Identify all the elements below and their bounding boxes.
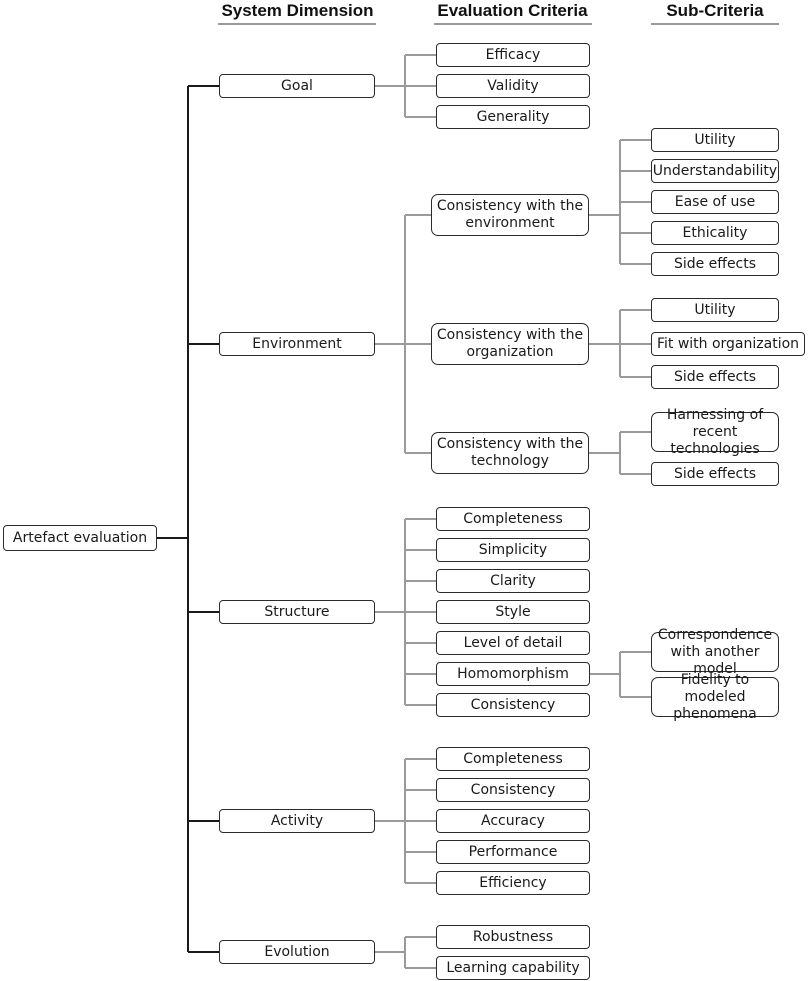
- criteria-structure-style: Style: [436, 600, 590, 624]
- dimension-goal: Goal: [219, 74, 375, 98]
- subcriteria-consistency-with-the-technology-harnessing-of-recent-technologies: Harnessing of recent technologies: [651, 407, 779, 457]
- subcriteria-consistency-with-the-organization-utility: Utility: [651, 298, 779, 322]
- criteria-structure-consistency: Consistency: [436, 693, 590, 717]
- subcriteria-consistency-with-the-environment-utility: Utility: [651, 128, 779, 152]
- subcriteria-homomorphism-fidelity-to-modeled-phenomena: Fidelity to modeled phenomena: [651, 672, 779, 722]
- criteria-evolution-robustness: Robustness: [436, 925, 590, 949]
- criteria-structure-completeness: Completeness: [436, 507, 590, 531]
- criteria-goal-efficacy: Efficacy: [436, 43, 590, 67]
- header-rule-criteria: [434, 23, 592, 25]
- subcriteria-consistency-with-the-technology-side-effects: Side effects: [651, 462, 779, 486]
- header-rule-sub: [651, 23, 779, 25]
- criteria-activity-consistency: Consistency: [436, 778, 590, 802]
- dimension-activity: Activity: [219, 809, 375, 833]
- header-evaluation-criteria: Evaluation Criteria: [437, 1, 588, 20]
- criteria-environment-consistency-with-the-technology: Consistency with the technology: [431, 432, 589, 474]
- subcriteria-consistency-with-the-environment-understandability: Understandability: [651, 159, 779, 183]
- dimension-evolution: Evolution: [219, 940, 375, 964]
- subcriteria-consistency-with-the-organization-fit-with-organization: Fit with organization: [651, 332, 805, 356]
- subcriteria-homomorphism-correspondence-with-another-model: Correspondence with another model: [651, 627, 779, 677]
- criteria-activity-performance: Performance: [436, 840, 590, 864]
- dimension-structure: Structure: [219, 600, 375, 624]
- criteria-activity-accuracy: Accuracy: [436, 809, 590, 833]
- criteria-goal-generality: Generality: [436, 105, 590, 129]
- criteria-structure-clarity: Clarity: [436, 569, 590, 593]
- criteria-goal-validity: Validity: [436, 74, 590, 98]
- criteria-structure-homomorphism: Homomorphism: [436, 662, 590, 686]
- subcriteria-consistency-with-the-environment-ethicality: Ethicality: [651, 221, 779, 245]
- subcriteria-consistency-with-the-environment-side-effects: Side effects: [651, 252, 779, 276]
- criteria-activity-completeness: Completeness: [436, 747, 590, 771]
- root-node-artefact-evaluation: Artefact evaluation: [3, 525, 157, 551]
- criteria-structure-level-of-detail: Level of detail: [436, 631, 590, 655]
- subcriteria-consistency-with-the-organization-side-effects: Side effects: [651, 365, 779, 389]
- header-sub-criteria: Sub-Criteria: [666, 1, 764, 20]
- criteria-evolution-learning-capability: Learning capability: [436, 956, 590, 980]
- criteria-structure-simplicity: Simplicity: [436, 538, 590, 562]
- criteria-activity-efficiency: Efficiency: [436, 871, 590, 895]
- dimension-environment: Environment: [219, 332, 375, 356]
- header-system-dimension: System Dimension: [221, 1, 374, 20]
- criteria-environment-consistency-with-the-organization: Consistency with the organization: [431, 323, 589, 365]
- header-rule-dimension: [218, 23, 376, 25]
- subcriteria-consistency-with-the-environment-ease-of-use: Ease of use: [651, 190, 779, 214]
- criteria-environment-consistency-with-the-environment: Consistency with the environment: [431, 194, 589, 236]
